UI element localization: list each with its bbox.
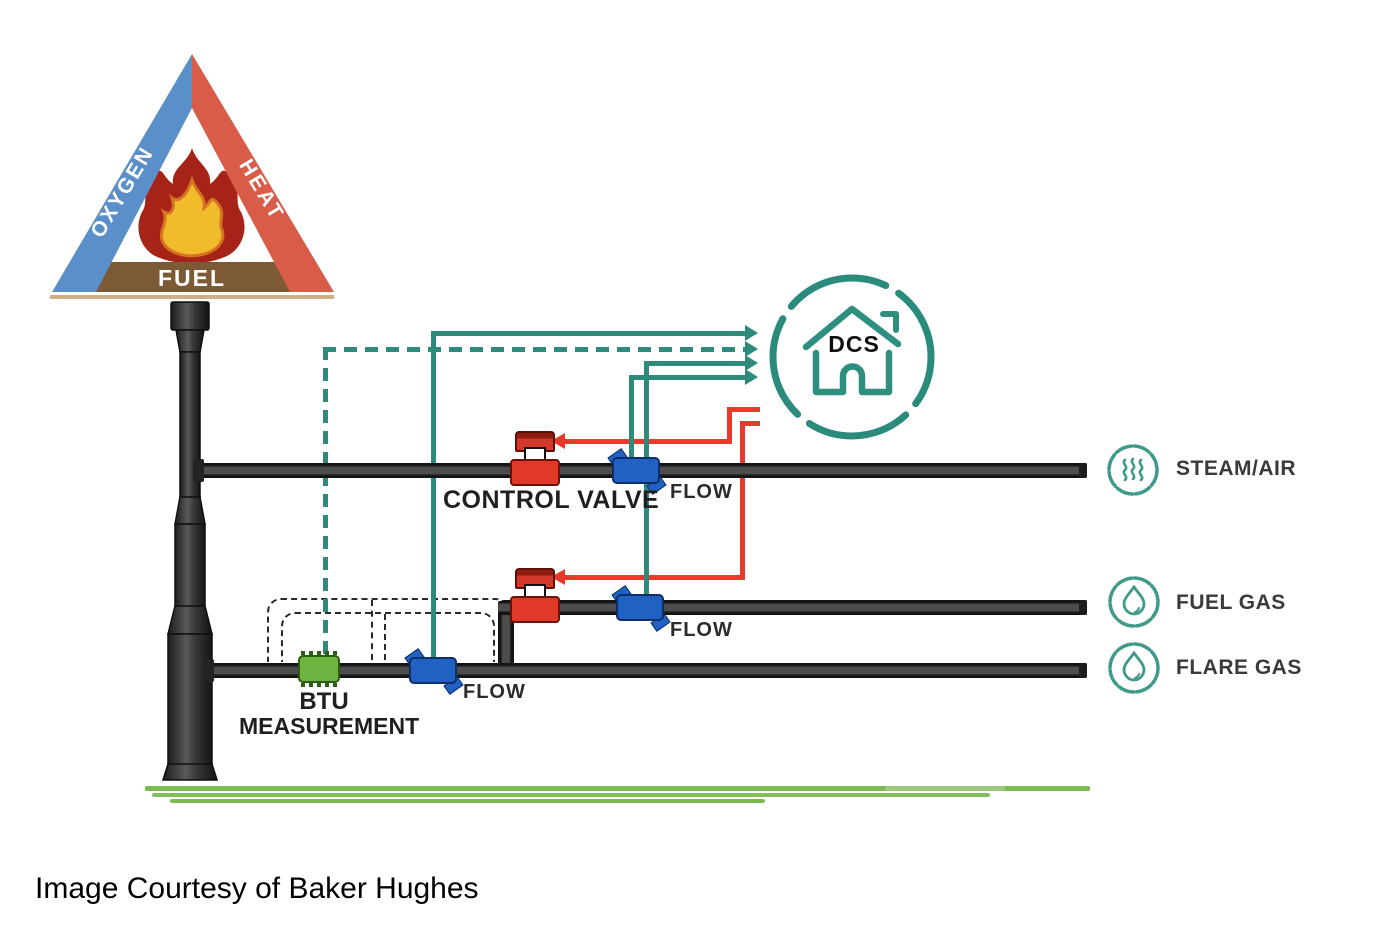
btu-body bbox=[298, 655, 340, 683]
ground-line bbox=[145, 786, 1090, 791]
dcs-circle bbox=[769, 274, 935, 440]
gas-droplet-icon bbox=[1108, 576, 1160, 628]
flame-icon bbox=[138, 148, 245, 264]
ground-line bbox=[170, 799, 765, 803]
pipe-endcap bbox=[1079, 663, 1087, 678]
signal-flare-flow-to-dcs bbox=[431, 331, 746, 336]
meter-body bbox=[409, 657, 457, 684]
signal-steam-flow-to-dcs bbox=[629, 375, 746, 380]
signal-arrow-icon bbox=[745, 355, 758, 371]
signal-btu-to-dcs bbox=[323, 347, 746, 352]
pipe-collar bbox=[193, 459, 204, 482]
triangle-underline bbox=[50, 295, 334, 299]
dcs-label: DCS bbox=[828, 331, 880, 357]
flow-meter-steam bbox=[607, 448, 667, 495]
signal-fuel-flow-to-dcs bbox=[644, 361, 746, 366]
steam-air-label: STEAM/AIR bbox=[1176, 457, 1296, 480]
control-signal-to-fuel-valve bbox=[562, 575, 745, 580]
fuel-gas-label: FUEL GAS bbox=[1176, 591, 1286, 614]
control-valve-label: CONTROL VALVE bbox=[443, 486, 660, 514]
fuel-label: FUEL bbox=[158, 265, 226, 291]
fuel-band bbox=[54, 262, 333, 292]
image-caption: Image Courtesy of Baker Hughes bbox=[35, 872, 479, 905]
btu-teeth bbox=[301, 651, 337, 655]
flare-gas-label: FLARE GAS bbox=[1176, 656, 1302, 679]
flow-label-fuel: FLOW bbox=[670, 619, 733, 641]
fire-triangle: OXYGEN HEAT FUEL bbox=[52, 54, 334, 292]
signal-arrow-icon bbox=[745, 341, 758, 357]
valve-body bbox=[510, 596, 560, 623]
signal-btu-to-dcs bbox=[323, 347, 328, 659]
flow-label-steam: FLOW bbox=[670, 481, 733, 503]
sample-line-inner bbox=[281, 612, 495, 662]
signal-arrow-icon bbox=[745, 369, 758, 385]
pipe-endcap bbox=[1079, 600, 1087, 615]
btu-measurement-label: BTU MEASUREMENT bbox=[239, 688, 420, 739]
sample-line-drop bbox=[371, 600, 373, 660]
control-signal-to-fuel-valve bbox=[740, 421, 760, 426]
sample-line-drop bbox=[384, 614, 386, 660]
dcs-icon: DCS bbox=[769, 274, 935, 440]
dcs-house-icon bbox=[802, 305, 902, 396]
oxygen-band bbox=[52, 54, 192, 292]
control-signal-to-steam-valve bbox=[727, 407, 732, 444]
ground-line bbox=[885, 786, 1005, 791]
btu-label-line2: MEASUREMENT bbox=[239, 713, 420, 739]
control-signal-to-fuel-valve bbox=[740, 421, 745, 580]
control-signal-to-steam-valve bbox=[727, 407, 760, 412]
pipe-endcap bbox=[1079, 463, 1087, 478]
flow-label-flare: FLOW bbox=[463, 681, 526, 703]
signal-arrow-icon bbox=[745, 325, 758, 341]
btu-analyzer bbox=[298, 651, 340, 687]
ground-line bbox=[152, 793, 990, 797]
signal-steam-flow-to-dcs bbox=[629, 375, 634, 465]
heat-band bbox=[192, 54, 334, 292]
flare-stack bbox=[161, 301, 219, 781]
flow-meter-fuel bbox=[611, 585, 671, 632]
steam-waves-icon bbox=[1107, 444, 1159, 496]
btu-teeth bbox=[301, 683, 337, 687]
flow-meter-flare bbox=[404, 648, 464, 695]
fuel-gas-pipe bbox=[498, 600, 1087, 615]
meter-body bbox=[616, 594, 664, 621]
pipe-collar bbox=[203, 659, 214, 682]
signal-flare-flow-to-dcs bbox=[431, 331, 436, 665]
meter-body bbox=[612, 457, 660, 484]
valve-body bbox=[510, 459, 560, 486]
btu-label-line1: BTU bbox=[299, 688, 349, 715]
gas-droplet-icon bbox=[1108, 642, 1160, 694]
